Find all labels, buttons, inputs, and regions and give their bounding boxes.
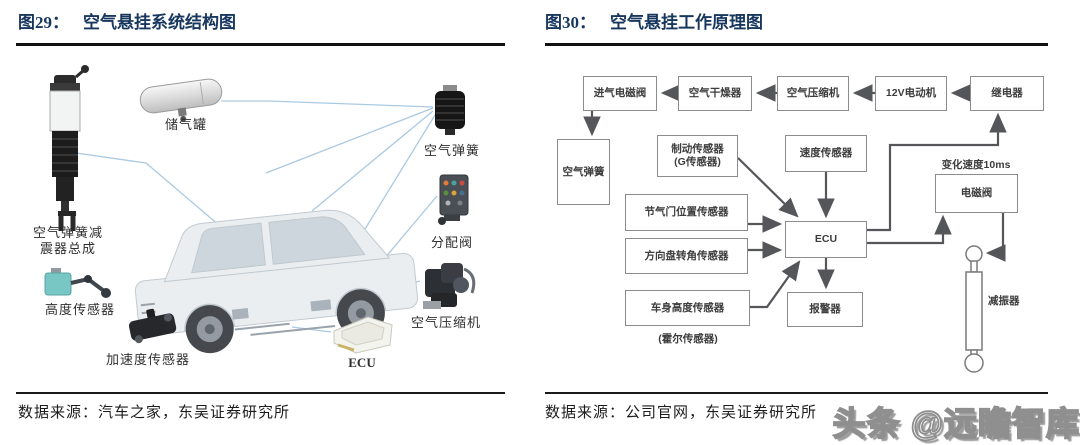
flow-box-ecu: ECU: [785, 221, 867, 258]
flow-box-air-spring: 空气弹簧: [557, 139, 610, 205]
air-compressor-illustration: [423, 263, 476, 309]
hall-sensor-note: (霍尔传感器): [658, 333, 718, 345]
car-wheel-front: [185, 305, 234, 354]
damper-illustration: [964, 245, 984, 373]
figure-29-title-rule: [16, 43, 505, 46]
figure-30-caption: 空气悬挂工作原理图: [610, 13, 763, 32]
rate-note: 变化速度10ms: [941, 159, 1011, 171]
tank-label: 储气罐: [164, 117, 207, 132]
air-suspension-structure-diagram: 空气弹簧减 震器总成 储气罐 空气弹簧 分配阀 空气压缩机 ECU 高度传感器 …: [16, 55, 508, 390]
figure-29-source-rule: [16, 392, 505, 394]
strut-label: 空气弹簧减 震器总成: [32, 225, 103, 256]
valve-label: 分配阀: [430, 235, 473, 250]
structure-diagram-artwork: [44, 65, 476, 354]
ecu-illustration: [333, 316, 393, 354]
accel-sensor-label: 加速度传感器: [105, 352, 190, 367]
air-spring-illustration: [435, 85, 465, 135]
figure-29-number: 图29：: [18, 13, 69, 32]
flow-box-12v-motor: 12V电动机: [875, 76, 947, 111]
flow-box-air-dryer: 空气干燥器: [678, 76, 752, 111]
flow-box-intake-solenoid-valve: 进气电磁阀: [583, 76, 657, 111]
figure-30-title-rule: [545, 43, 1048, 46]
height-sensor-illustration: [44, 268, 111, 298]
figure-30-title: 图30： 空气悬挂工作原理图: [545, 10, 763, 36]
figure-30-source-rule: [545, 392, 1048, 394]
air-strut-illustration: [49, 65, 89, 231]
watermark-toutiao-yuanzhan-zhiku: 头条 @远瞻智库: [832, 404, 1080, 443]
flow-box-solenoid-valve: 电磁阀: [935, 174, 1018, 213]
air-tank-illustration: [139, 78, 223, 122]
damper-label: 减振器: [988, 295, 1020, 307]
flow-box-relay: 继电器: [970, 76, 1044, 111]
air-spring-label: 空气弹簧: [423, 143, 480, 158]
figure-30-number: 图30：: [545, 13, 596, 32]
distribution-valve-illustration: [438, 174, 469, 225]
figure-29-title: 图29： 空气悬挂系统结构图: [18, 10, 236, 36]
flow-box-throttle-position-sensor: 节气门位置传感器: [625, 194, 748, 231]
flow-box-alarm: 报警器: [787, 292, 863, 327]
flow-box-speed-sensor: 速度传感器: [785, 135, 867, 172]
ecu-label: ECU: [348, 355, 376, 370]
flow-box-brake-sensor: 制动传感器 (G传感器): [657, 135, 738, 177]
figure-30-source: 数据来源：公司官网，东吴证券研究所: [545, 405, 818, 421]
flow-box-body-height-sensor: 车身高度传感器: [625, 290, 750, 326]
acceleration-sensor-illustration: [128, 308, 177, 344]
height-sensor-label: 高度传感器: [44, 302, 115, 317]
figure-29-caption: 空气悬挂系统结构图: [83, 13, 236, 32]
flow-box-steering-angle-sensor: 方向盘转角传感器: [625, 238, 748, 274]
figure-29-source: 数据来源：汽车之家，东吴证券研究所: [18, 405, 291, 421]
compressor-label: 空气压缩机: [410, 315, 481, 330]
car-illustration: [134, 209, 419, 354]
flow-box-air-compressor: 空气压缩机: [777, 76, 849, 111]
air-suspension-principle-flowchart: 进气电磁阀 空气干燥器 空气压缩机 12V电动机 继电器 空气弹簧 制动传感器 …: [545, 60, 1060, 395]
